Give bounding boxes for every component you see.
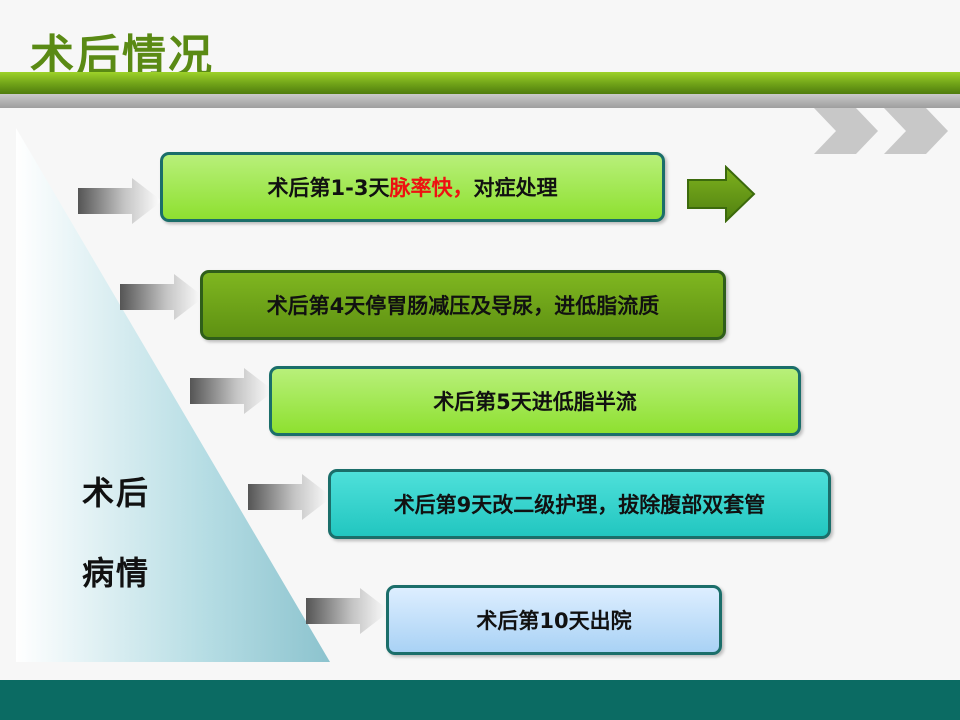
header-bar-gray <box>0 94 960 108</box>
step-box-2: 术后第4天停胃肠减压及导尿，进低脂流质 <box>200 270 726 340</box>
footer-bar <box>0 680 960 720</box>
step-arrow-icon-1 <box>78 178 162 224</box>
step-5-text: 术后第10天出院 <box>476 609 632 633</box>
step-2-text: 术后第4天停胃肠减压及导尿，进低脂流质 <box>266 294 660 318</box>
step-1-prefix: 术后第1-3天 <box>267 176 390 200</box>
step-box-3: 术后第5天进低脂半流 <box>269 366 801 436</box>
header-bar <box>0 72 960 108</box>
step-arrow-icon-5 <box>306 588 390 634</box>
step-box-5: 术后第10天出院 <box>386 585 722 655</box>
next-arrow-icon <box>687 165 756 223</box>
step-arrow-icon-3 <box>190 368 274 414</box>
step-box-1: 术后第1-3天脉率快，对症处理 <box>160 152 665 222</box>
header-bar-green <box>0 72 960 94</box>
step-arrow-icon-2 <box>120 274 204 320</box>
side-label-line1: 术后 <box>82 474 151 512</box>
step-1-suffix: 对症处理 <box>473 176 558 200</box>
step-3-text: 术后第5天进低脂半流 <box>433 390 637 414</box>
step-4-text: 术后第9天改二级护理，拔除腹部双套管 <box>393 493 766 517</box>
step-box-4: 术后第9天改二级护理，拔除腹部双套管 <box>328 469 831 539</box>
step-1-highlight: 脉率快， <box>389 176 474 200</box>
step-arrow-icon-4 <box>248 474 332 520</box>
double-chevron-icon <box>814 108 948 154</box>
side-label-line2: 病情 <box>82 554 151 592</box>
